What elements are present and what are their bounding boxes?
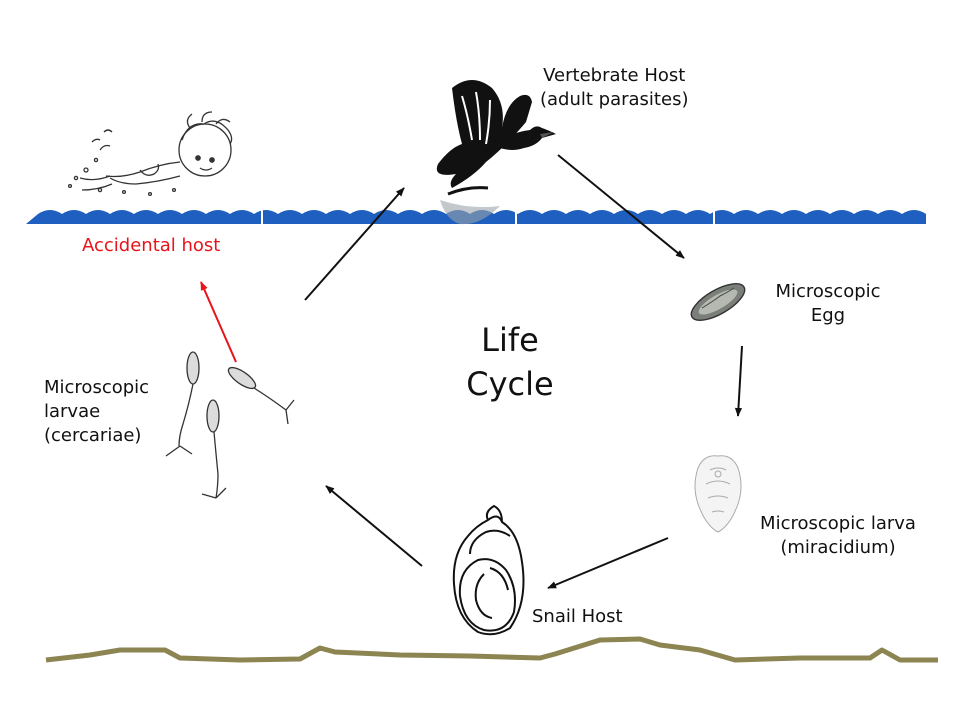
vertebrate-host-label: Vertebrate Host (adult parasites) bbox=[540, 64, 688, 112]
cycle-arrows bbox=[304, 154, 743, 589]
egg-line-2: Egg bbox=[810, 305, 846, 326]
arrow-snail-to-cercariae bbox=[325, 485, 423, 567]
cercariae-line-2: larvae bbox=[44, 401, 101, 422]
vertebrate-host-line-2: (adult parasites) bbox=[540, 89, 689, 110]
diagram-title: Life Cycle bbox=[440, 318, 580, 406]
arrow-cercariae-to-vertebrate bbox=[304, 187, 405, 301]
arrow-vertebrate-to-egg bbox=[557, 154, 685, 259]
snail-shell-icon bbox=[452, 504, 525, 636]
cercariae-icon bbox=[165, 351, 295, 499]
miracidium-icon bbox=[694, 455, 742, 533]
ground-line bbox=[45, 636, 938, 663]
cercariae-label: Microscopic larvae (cercariae) bbox=[44, 376, 149, 448]
arrow-egg-to-miracidium bbox=[734, 345, 743, 417]
miracidium-line-1: Microscopic larva bbox=[760, 513, 916, 534]
arrow-cercariae-to-accidental-host bbox=[200, 281, 237, 363]
miracidium-line-2: (miracidium) bbox=[780, 537, 896, 558]
accidental-host-label: Accidental host bbox=[82, 235, 221, 256]
egg-line-1: Microscopic bbox=[775, 281, 881, 302]
bird-icon bbox=[436, 80, 556, 225]
egg-icon bbox=[690, 283, 746, 321]
cercariae-line-3: (cercariae) bbox=[44, 425, 142, 446]
cercariae-line-1: Microscopic bbox=[44, 377, 150, 398]
swimmer-icon bbox=[67, 111, 233, 197]
miracidium-label: Microscopic larva (miracidium) bbox=[752, 512, 924, 560]
egg-label: Microscopic Egg bbox=[768, 280, 888, 328]
snail-host-label: Snail Host bbox=[532, 606, 623, 627]
vertebrate-host-line-1: Vertebrate Host bbox=[543, 65, 686, 86]
title-line-2: Cycle bbox=[466, 365, 554, 403]
arrow-miracidium-to-snail bbox=[547, 537, 669, 589]
title-line-1: Life bbox=[481, 321, 539, 359]
